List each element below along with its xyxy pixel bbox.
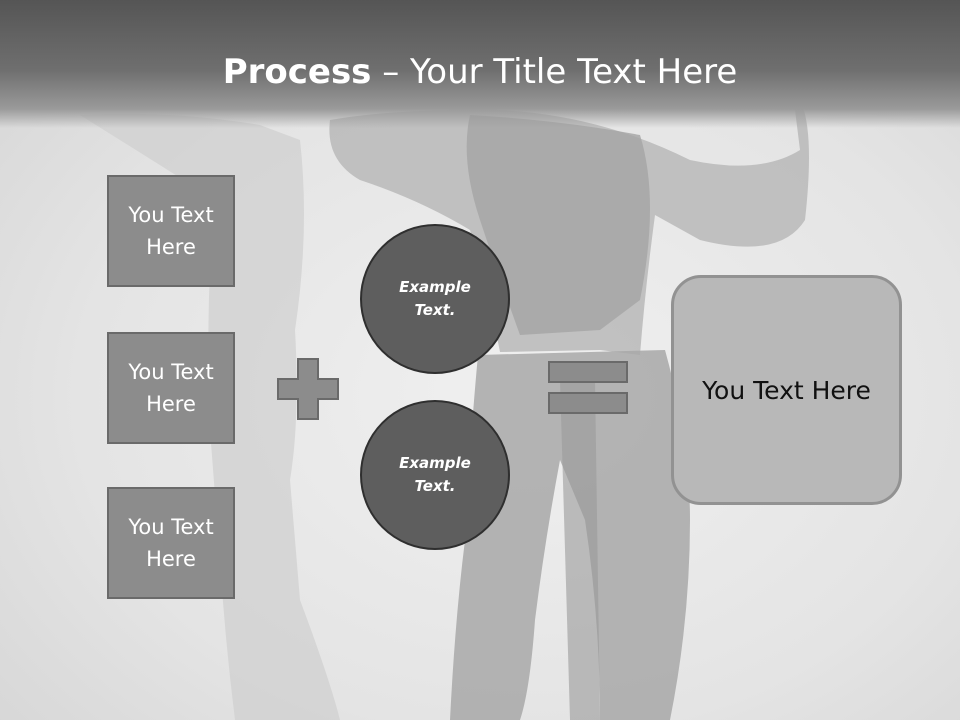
text-box-1[interactable]: You Text Here bbox=[107, 175, 235, 287]
slide-title[interactable]: Process – Your Title Text Here bbox=[0, 52, 960, 92]
result-box[interactable]: You Text Here bbox=[671, 275, 902, 505]
title-rest: – Your Title Text Here bbox=[371, 52, 738, 92]
plus-icon bbox=[277, 358, 339, 420]
example-circle-1[interactable]: Example Text. bbox=[360, 224, 510, 374]
text-box-3[interactable]: You Text Here bbox=[107, 487, 235, 599]
equals-icon bbox=[548, 361, 628, 414]
title-bold: Process bbox=[222, 52, 372, 92]
title-bar: Process – Your Title Text Here bbox=[0, 0, 960, 128]
text-box-2[interactable]: You Text Here bbox=[107, 332, 235, 444]
example-circle-2[interactable]: Example Text. bbox=[360, 400, 510, 550]
